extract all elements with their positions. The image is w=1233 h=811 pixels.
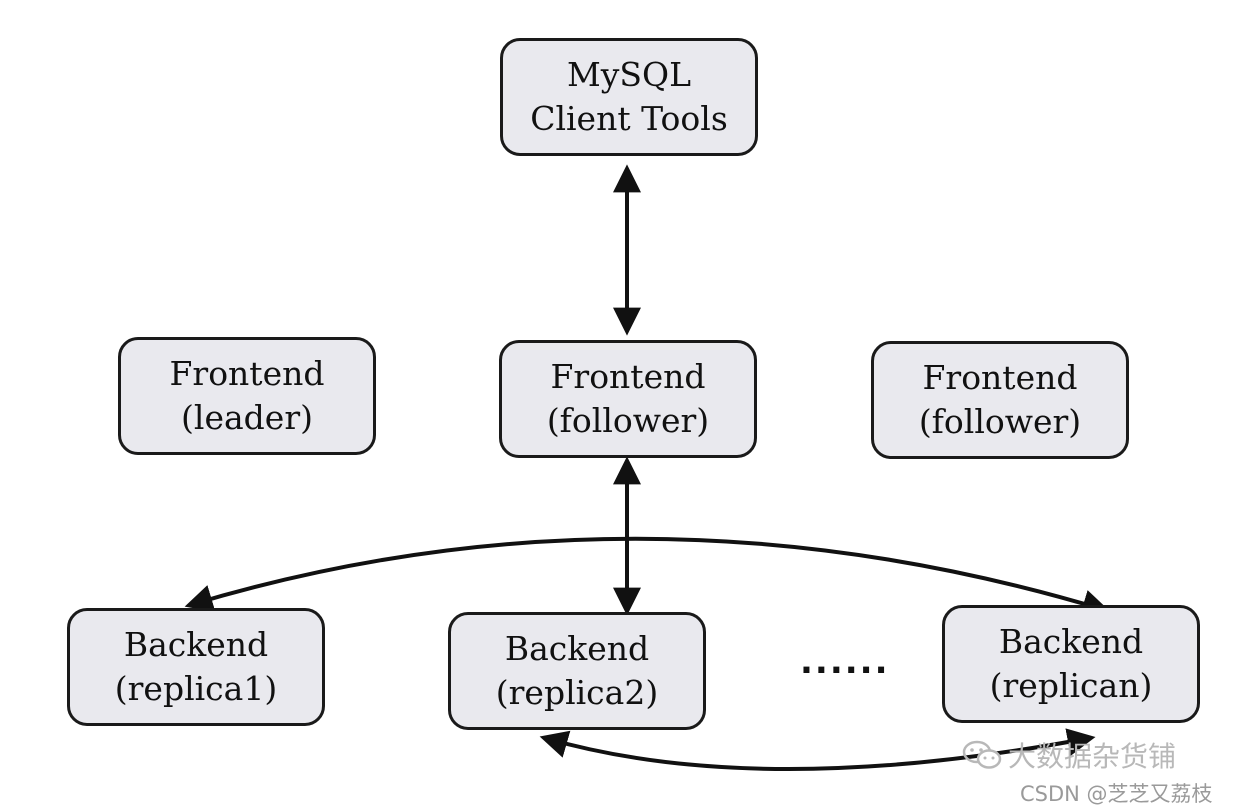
node-label-line1: Frontend [922,358,1078,397]
arrow-replica2-replican [539,728,1096,771]
node-label-line1: Backend [504,629,650,668]
ellipsis: ...... [800,642,890,682]
node-frontend-follower-center: Frontend (follower) [499,340,757,458]
csdn-credit: CSDN @芝芝又荔枝 [1020,782,1213,806]
watermark-text: 大数据杂货铺 [1008,740,1177,773]
node-label-line2: (replica2) [495,673,659,712]
watermark: 大数据杂货铺 [962,735,1176,775]
node-label-line1: Frontend [169,354,325,393]
node-backend-replica2: Backend (replica2) [448,612,706,730]
node-label-line2: Client Tools [530,99,728,138]
node-label-line2: (replican) [989,666,1153,705]
wechat-icon [962,740,1002,769]
node-label-line2: (follower) [918,402,1082,441]
node-backend-replican: Backend (replican) [942,605,1200,723]
arrow-replica1-replican [184,536,1111,617]
node-mysql-client-tools: MySQL Client Tools [500,38,758,156]
node-frontend-leader: Frontend (leader) [118,337,376,455]
node-label-line2: (replica1) [114,669,278,708]
node-frontend-follower-right: Frontend (follower) [871,341,1129,459]
node-label-line2: (leader) [181,398,313,437]
node-label-line1: MySQL [566,55,691,94]
node-label-line2: (follower) [546,401,710,440]
node-backend-replica1: Backend (replica1) [67,608,325,726]
node-label-line1: Backend [123,625,269,664]
node-label-line1: Backend [998,622,1144,661]
node-label-line1: Frontend [550,357,706,396]
